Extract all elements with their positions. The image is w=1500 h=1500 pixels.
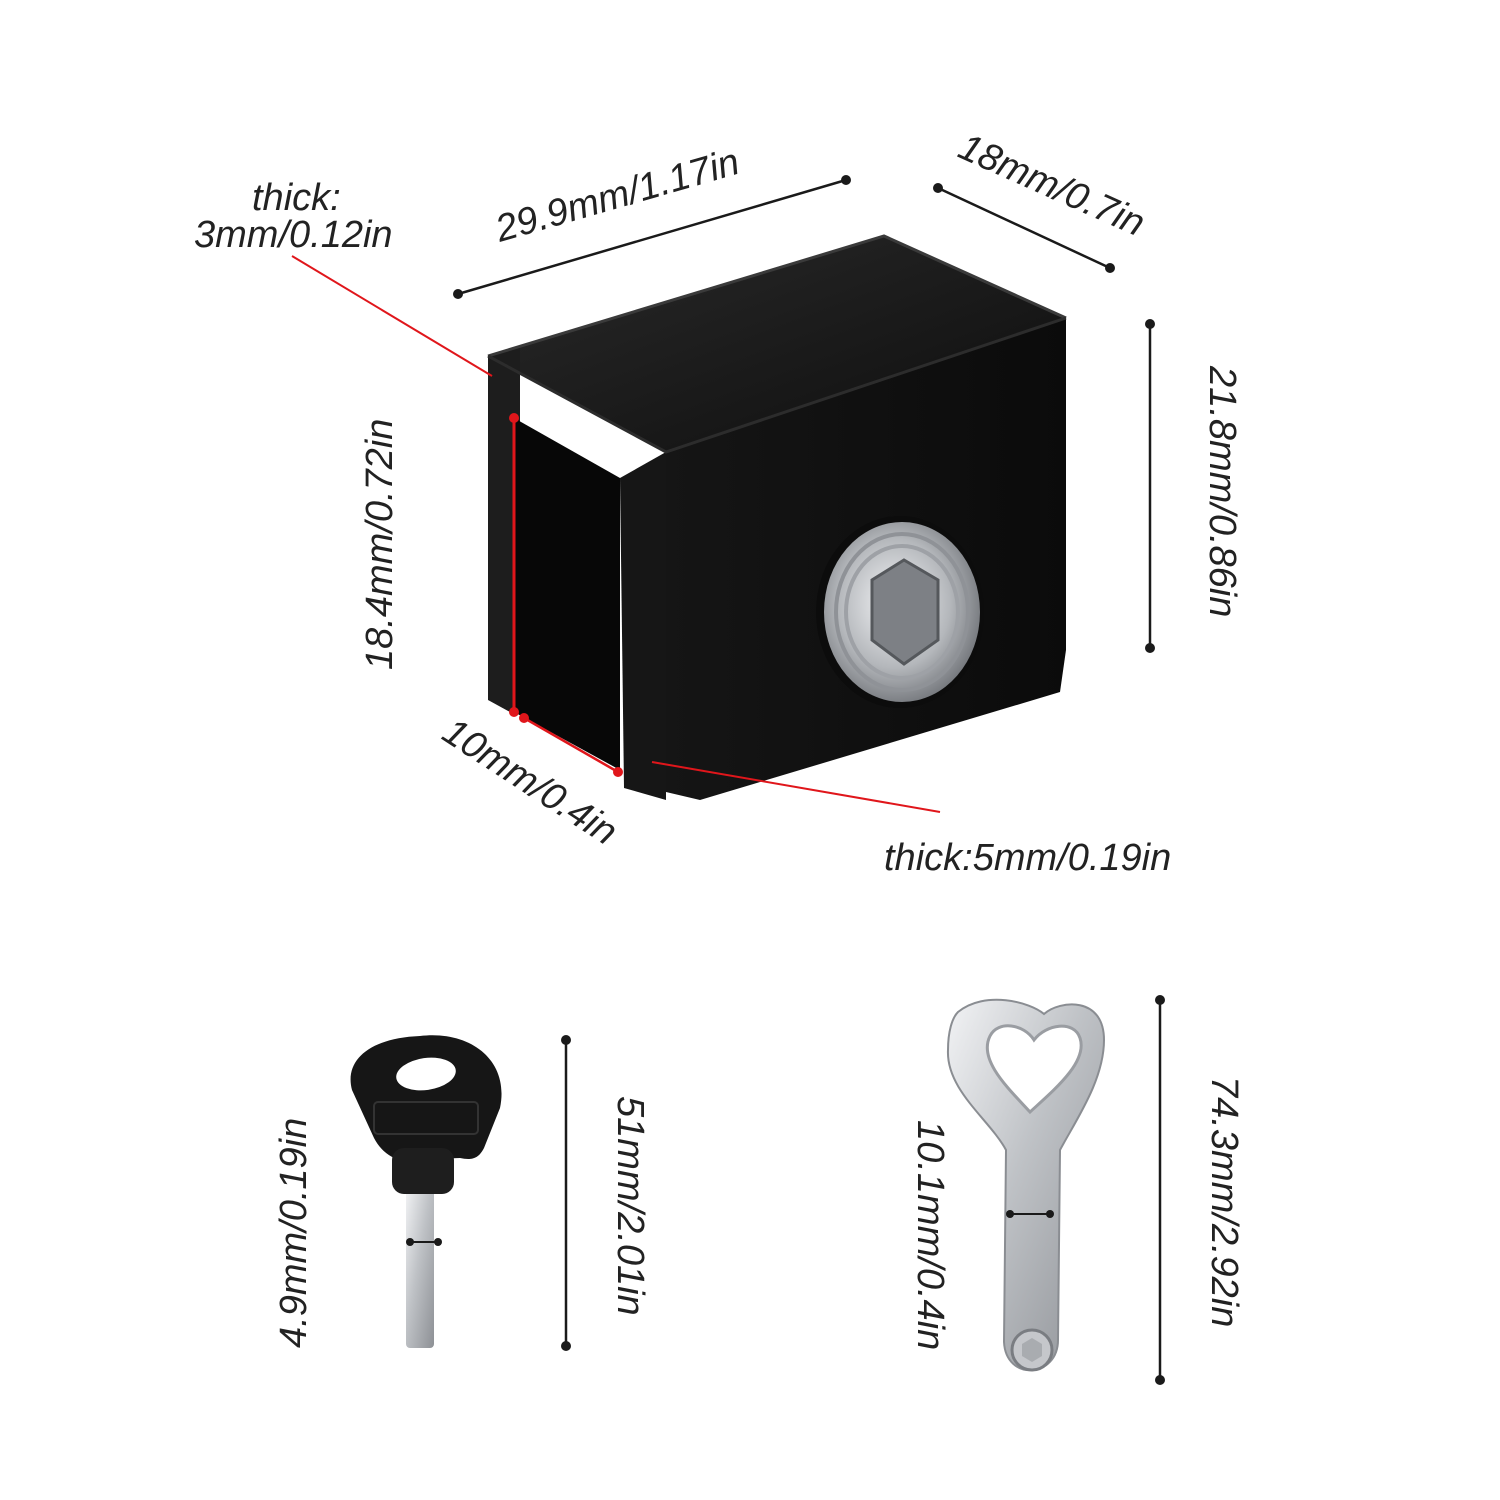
- hex-socket-icon: [870, 558, 940, 666]
- lock-left-leg: [488, 346, 520, 712]
- lock-thick-top-label-2: 3mm/0.12in: [194, 214, 393, 256]
- lock-height-label: 21.8mm/0.86in: [1201, 365, 1243, 617]
- key-shaft: [406, 1186, 434, 1348]
- wrench-heart-opening: [985, 1024, 1083, 1115]
- lock-channel: [514, 418, 620, 770]
- lock-dimensions: [291, 175, 1155, 813]
- lock-body: [487, 234, 1067, 800]
- lock-right-leg: [620, 452, 666, 800]
- lock-width-label: 29.9mm/1.17in: [490, 141, 744, 251]
- lock-top-face: [488, 236, 1066, 452]
- screw: [816, 516, 984, 708]
- key-collar: [392, 1148, 454, 1194]
- key-length-label: 51mm/2.01in: [609, 1096, 651, 1316]
- key: [350, 1035, 502, 1348]
- key-dimensions: [561, 1035, 571, 1351]
- wrench-dimensions: [1155, 995, 1165, 1385]
- lock-inner-height-label: 18.4mm/0.72in: [359, 419, 401, 670]
- lock-thick-side-label: thick:5mm/0.19in: [884, 837, 1171, 879]
- lock-thick-top-label-1: thick:: [252, 177, 341, 219]
- key-hole: [396, 1057, 456, 1091]
- lock-depth-label: 18mm/0.7in: [952, 126, 1150, 245]
- wrench-body: [946, 998, 1106, 1372]
- key-shaft-label: 4.9mm/0.19in: [273, 1118, 315, 1348]
- wrench-length-label: 74.3mm/2.92in: [1203, 1076, 1245, 1327]
- wrench-width-label: 10.1mm/0.4in: [909, 1120, 951, 1350]
- wrench: [946, 998, 1106, 1372]
- key-head: [350, 1035, 502, 1160]
